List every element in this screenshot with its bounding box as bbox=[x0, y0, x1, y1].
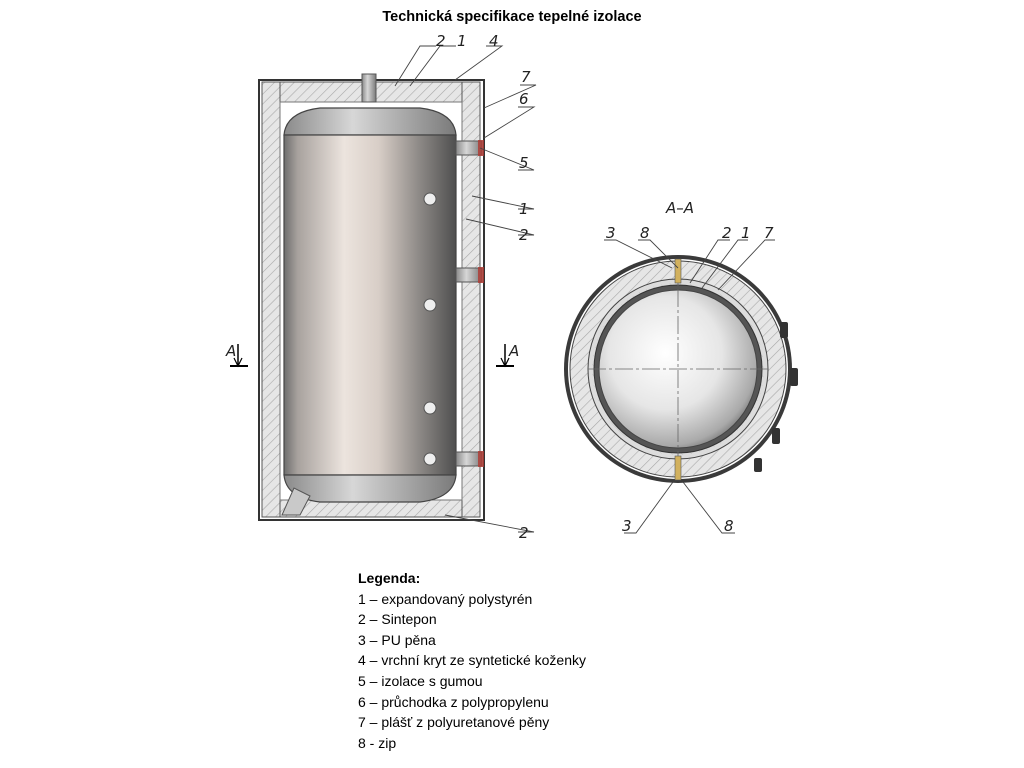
callout-3: 3 bbox=[606, 224, 616, 242]
legend-item-4: 4 – vrchní kryt ze syntetické koženky bbox=[358, 652, 586, 669]
tank-bottom-dome bbox=[283, 474, 457, 503]
callout-8: 8 bbox=[640, 224, 650, 242]
tank-leg bbox=[281, 487, 311, 516]
legend-item-1: 1 – expandovaný polystyrén bbox=[358, 590, 533, 607]
section-title: A–A bbox=[665, 199, 694, 217]
callout-4: 4 bbox=[489, 32, 499, 50]
side-pipe bbox=[455, 451, 484, 467]
callout-2: 2 bbox=[519, 524, 529, 542]
callout-3: 3 bbox=[622, 517, 632, 535]
legend-item-5: 5 – izolace s gumou bbox=[358, 672, 483, 689]
callout-7: 7 bbox=[521, 68, 531, 86]
pipe-stub bbox=[754, 458, 762, 472]
tank-top-dome bbox=[283, 107, 457, 136]
legend: Legenda: 1 – expandovaný polystyrén 2 – … bbox=[358, 568, 586, 753]
leader-lines-right bbox=[604, 239, 775, 534]
side-pipe bbox=[455, 267, 484, 283]
callout-8: 8 bbox=[724, 517, 734, 535]
callout-2: 2 bbox=[722, 224, 732, 242]
legend-item-8: 8 - zip bbox=[358, 734, 397, 751]
tank-longitudinal-section: A A 2 1 4 7 6 5 1 2 2 bbox=[225, 32, 537, 542]
pipe-stub bbox=[772, 428, 780, 444]
page-title: Technická specifikace tepelné izolace bbox=[382, 9, 642, 25]
callout-6: 6 bbox=[519, 90, 529, 108]
port-hole bbox=[423, 401, 437, 415]
callout-2: 2 bbox=[519, 226, 529, 244]
callout-1: 1 bbox=[519, 200, 529, 218]
pipe-stub bbox=[790, 368, 798, 386]
callout-2: 2 bbox=[436, 32, 446, 50]
callout-1: 1 bbox=[457, 32, 467, 50]
cross-section-a-a: A–A 3 8 bbox=[564, 199, 798, 535]
leader-lines-left bbox=[394, 45, 537, 533]
legend-item-2: 2 – Sintepon bbox=[358, 611, 437, 628]
section-marker-right: A bbox=[496, 342, 519, 368]
port-hole bbox=[423, 452, 437, 466]
legend-item-3: 3 – PU pěna bbox=[358, 631, 436, 648]
legend-item-6: 6 – průchodka z polypropylenu bbox=[358, 693, 549, 710]
port-hole bbox=[423, 192, 437, 206]
callout-7: 7 bbox=[764, 224, 774, 242]
legend-item-7: 7 – plášť z polyuretanové pěny bbox=[358, 714, 550, 731]
port-hole bbox=[423, 298, 437, 312]
zip-top bbox=[674, 258, 682, 284]
side-pipe bbox=[455, 140, 484, 156]
insulation-left-wall bbox=[261, 81, 281, 518]
callout-5: 5 bbox=[519, 154, 529, 172]
zip-bottom bbox=[674, 455, 682, 481]
section-marker-label: A bbox=[508, 342, 519, 360]
top-pipe bbox=[361, 73, 377, 103]
section-marker-left: A bbox=[225, 342, 248, 368]
pipe-stub bbox=[780, 322, 788, 338]
legend-title: Legenda: bbox=[358, 570, 421, 586]
callout-1: 1 bbox=[741, 224, 751, 242]
section-marker-label: A bbox=[225, 342, 236, 360]
